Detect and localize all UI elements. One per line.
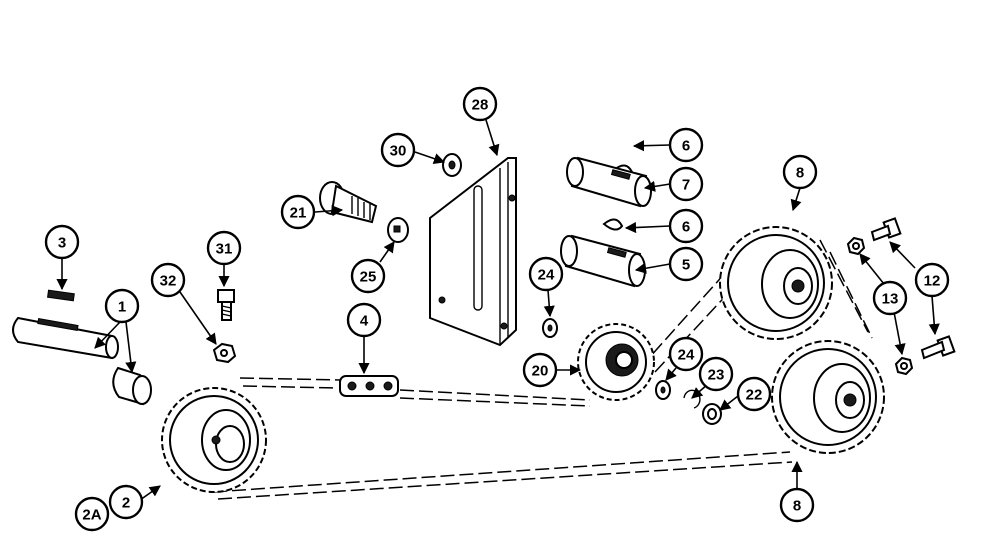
key-part-3 <box>47 289 75 302</box>
callout-8-upper: 8 <box>782 154 818 190</box>
svg-text:8: 8 <box>793 498 801 515</box>
callout-6-lower: 6 <box>668 208 704 244</box>
callout-2: 2 <box>108 484 144 520</box>
callout-5: 5 <box>668 246 704 282</box>
washer-part-25 <box>387 217 409 243</box>
drive-chain-lower <box>212 377 793 500</box>
svg-text:5: 5 <box>682 257 690 274</box>
svg-text:22: 22 <box>746 387 763 404</box>
svg-text:32: 32 <box>160 273 177 290</box>
svg-text:1: 1 <box>118 299 126 316</box>
callout-20: 20 <box>522 352 558 388</box>
washer-part-24-upper <box>542 318 558 338</box>
bolt-part-12-upper <box>870 217 902 242</box>
callout-22: 22 <box>736 376 772 412</box>
svg-text:25: 25 <box>360 269 377 286</box>
bracket-part-28 <box>429 157 517 347</box>
callout-7: 7 <box>668 166 704 202</box>
bolt-part-31 <box>217 289 235 321</box>
washer-part-30 <box>442 153 462 177</box>
callout-25: 25 <box>350 258 386 294</box>
callout-24-upper: 24 <box>528 256 564 292</box>
svg-text:3: 3 <box>58 235 66 252</box>
callout-13: 13 <box>872 280 908 316</box>
shaft-part-5 <box>560 234 646 288</box>
nut-part-13-lower <box>894 356 914 376</box>
callout-30: 30 <box>380 132 416 168</box>
key-part-6-lower <box>602 218 624 231</box>
callout-24-lower: 24 <box>668 336 704 372</box>
bolt-part-12-lower <box>920 335 956 360</box>
sprocket-part-8-upper <box>719 226 833 340</box>
callout-2a: 2A <box>74 496 110 532</box>
svg-text:21: 21 <box>290 205 307 222</box>
shaft-part-1 <box>12 316 152 406</box>
svg-text:6: 6 <box>682 138 690 155</box>
svg-text:12: 12 <box>924 273 941 290</box>
svg-text:6: 6 <box>682 219 690 236</box>
svg-text:13: 13 <box>882 291 899 308</box>
callout-12: 12 <box>914 262 950 298</box>
svg-text:20: 20 <box>532 363 549 380</box>
svg-text:24: 24 <box>538 267 555 284</box>
callout-32: 32 <box>150 262 186 298</box>
callout-3: 3 <box>44 224 80 260</box>
sprocket-part-2 <box>161 387 267 493</box>
svg-text:23: 23 <box>708 367 725 384</box>
nut-part-32 <box>212 342 237 364</box>
shaft-part-7 <box>566 156 652 208</box>
leader-lines <box>56 119 940 501</box>
svg-text:2A: 2A <box>82 507 101 524</box>
idler-sprocket-part-20 <box>577 323 655 401</box>
nut-part-22 <box>702 403 722 425</box>
svg-text:2: 2 <box>122 495 130 512</box>
carriage-bolt-part-21 <box>319 181 378 224</box>
svg-text:28: 28 <box>472 97 489 114</box>
washer-part-24-lower <box>655 380 671 400</box>
callout-21: 21 <box>280 194 316 230</box>
svg-text:4: 4 <box>360 313 369 330</box>
svg-text:8: 8 <box>796 165 804 182</box>
callout-23: 23 <box>698 356 734 392</box>
svg-text:24: 24 <box>678 347 695 364</box>
callout-28: 28 <box>462 86 498 122</box>
callout-6-upper: 6 <box>668 127 704 163</box>
sprocket-part-8-lower <box>771 340 885 454</box>
nut-part-13-upper <box>846 236 866 256</box>
callout-4: 4 <box>346 302 382 338</box>
callout-1: 1 <box>104 288 140 324</box>
callout-8-lower: 8 <box>779 487 815 523</box>
callout-31: 31 <box>206 230 242 266</box>
svg-text:30: 30 <box>390 143 407 160</box>
chain-link-part-4 <box>339 375 399 397</box>
svg-text:31: 31 <box>216 241 233 258</box>
svg-text:7: 7 <box>682 177 690 194</box>
